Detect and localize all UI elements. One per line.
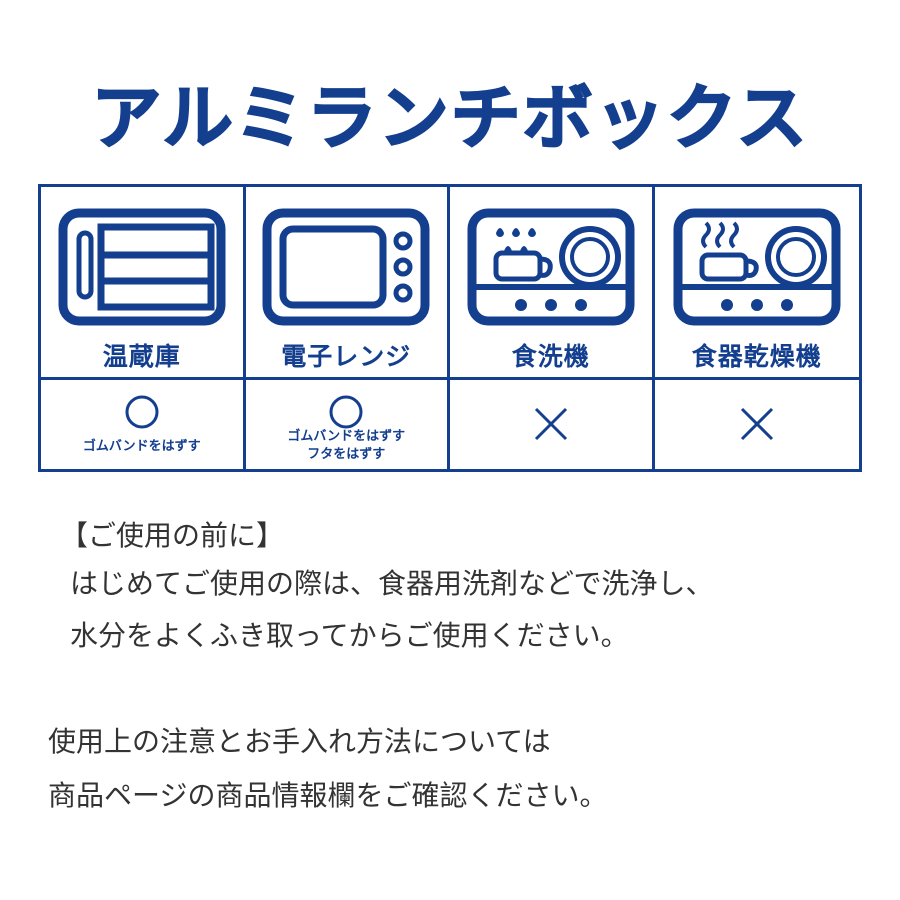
feature-cell-microwave: 電子レンジ — [245, 187, 450, 380]
feature-cell-dish-dryer: 食器乾燥機 — [654, 187, 859, 380]
feature-label: 温蔵庫 — [102, 342, 181, 371]
compat-note-line: ゴムバンドをはずす — [287, 429, 406, 444]
feature-label: 食洗機 — [511, 342, 590, 371]
feature-cell-dishwasher: 食洗機 — [450, 187, 655, 380]
instructions-line: 水分をよくふき取ってからご使用ください。 — [70, 619, 629, 652]
circle-mark-icon — [125, 395, 159, 429]
compat-cell-dishwasher — [450, 380, 655, 469]
cross-mark-icon — [534, 407, 567, 441]
compatibility-table: 温蔵庫 電子レンジ — [38, 184, 862, 472]
page-title: アルミランチボックス — [90, 76, 809, 160]
compat-cell-warming-cabinet: ゴムバンドをはずす — [41, 380, 246, 469]
dish-dryer-icon — [673, 208, 841, 326]
cross-mark-icon — [740, 407, 773, 441]
circle-mark-icon — [329, 395, 363, 429]
compat-note-line: フタをはずす — [307, 447, 386, 462]
warming-cabinet-icon — [58, 208, 226, 326]
feature-label: 電子レンジ — [281, 342, 412, 371]
feature-label: 食器乾燥機 — [691, 342, 822, 371]
compat-note: ゴムバンドをはずす フタをはずす — [246, 428, 448, 464]
microwave-icon — [262, 208, 430, 326]
dishwasher-icon — [467, 208, 635, 326]
feature-cell-warming-cabinet: 温蔵庫 — [41, 187, 246, 380]
footer-line: 使用上の注意とお手入れ方法については — [48, 725, 551, 758]
instructions-heading: 【ご使用の前に】 — [60, 519, 285, 552]
compat-cell-microwave: ゴムバンドをはずす フタをはずす — [246, 380, 450, 469]
compat-cell-dish-dryer — [655, 380, 860, 469]
instructions-line: はじめてご使用の際は、食器用洗剤などで洗浄し、 — [70, 567, 714, 600]
footer-line: 商品ページの商品情報欄をご確認ください。 — [48, 779, 608, 812]
compat-note: ゴムバンドをはずす — [82, 439, 201, 454]
